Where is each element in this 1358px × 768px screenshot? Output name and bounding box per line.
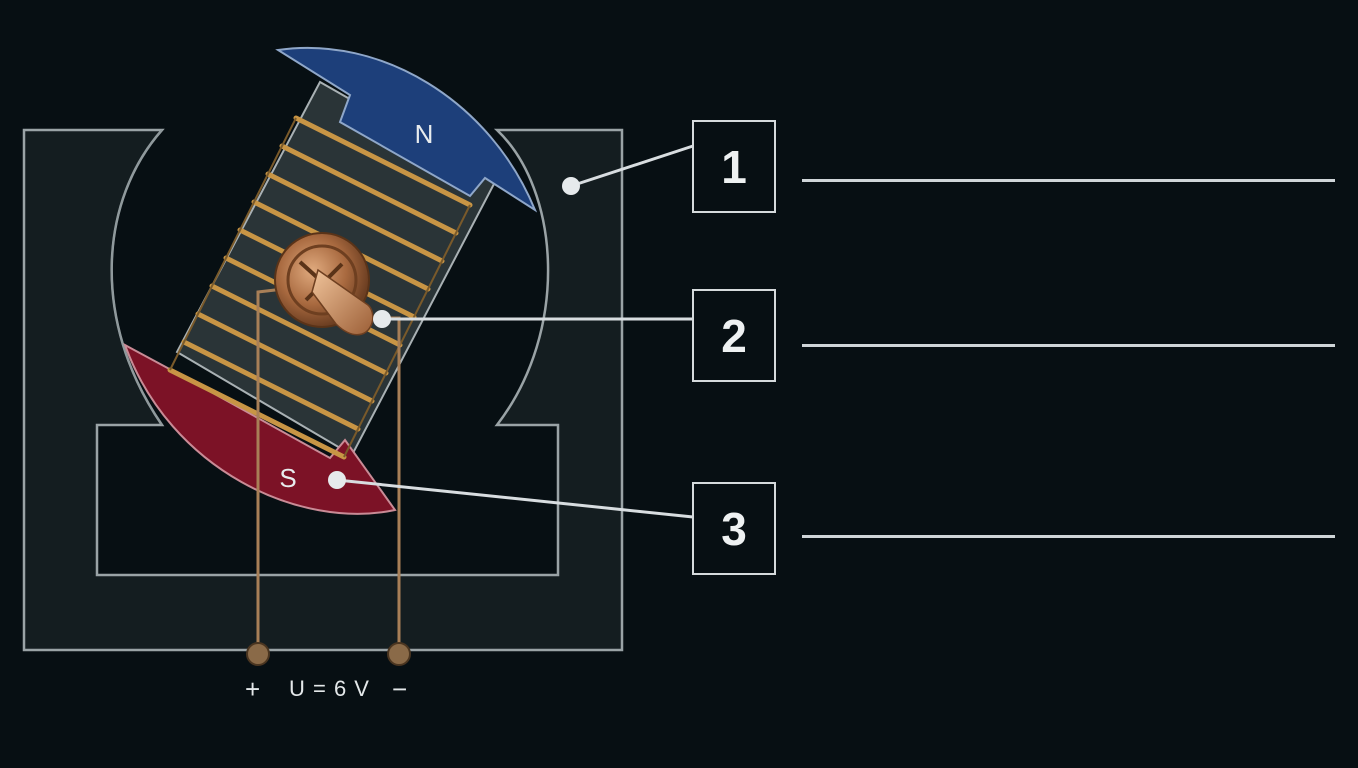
callout-2-box: 2 [692,289,776,382]
negative-sign: − [392,674,409,704]
negative-terminal [387,642,411,666]
north-pole-label: N [415,119,434,149]
rotor-gap-arc [110,129,163,426]
south-pole-label: S [279,463,296,493]
answer-line-2[interactable] [802,344,1335,347]
callout-1-box: 1 [692,120,776,213]
callout-3-box: 3 [692,482,776,575]
rotor-shaft [311,268,374,336]
answer-line-1[interactable] [802,179,1335,182]
supply-voltage: U = 6 V [289,676,370,701]
leader-dots [328,177,580,489]
coil-edges [169,117,471,458]
north-pole [275,46,538,213]
answer-line-3[interactable] [802,535,1335,538]
positive-terminal [246,642,270,666]
leader-lines [336,144,694,519]
positive-sign: + [245,674,262,704]
south-pole [123,342,397,515]
